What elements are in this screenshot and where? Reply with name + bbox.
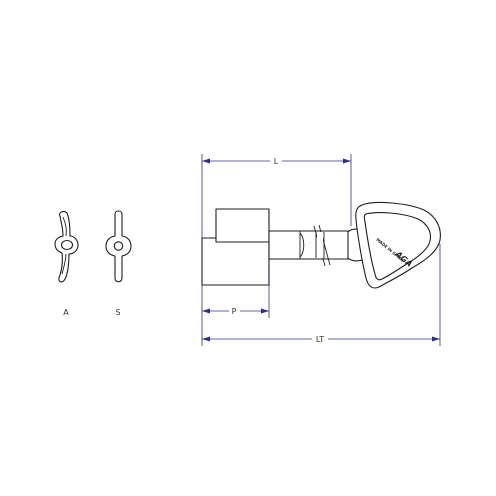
key-tube-lower — [201, 237, 270, 286]
key-shaft — [268, 230, 359, 260]
key-tube-upper — [215, 208, 270, 243]
view-a-wing-nut — [54, 211, 79, 283]
key-bow: AGA MADE IN SPAIN — [355, 201, 441, 289]
view-s-label: S — [115, 308, 120, 317]
key-side-view — [201, 208, 367, 286]
break-line-2 — [318, 224, 331, 266]
dimension-p — [201, 285, 270, 318]
view-a-label: A — [63, 308, 69, 317]
dimension-l-label: L — [274, 157, 279, 166]
view-s-wing-nut — [105, 210, 132, 283]
dimension-lt — [201, 244, 441, 346]
dimension-p-label: P — [232, 307, 237, 316]
dimension-lt-label: LT — [316, 335, 324, 344]
dimension-l — [201, 154, 352, 238]
